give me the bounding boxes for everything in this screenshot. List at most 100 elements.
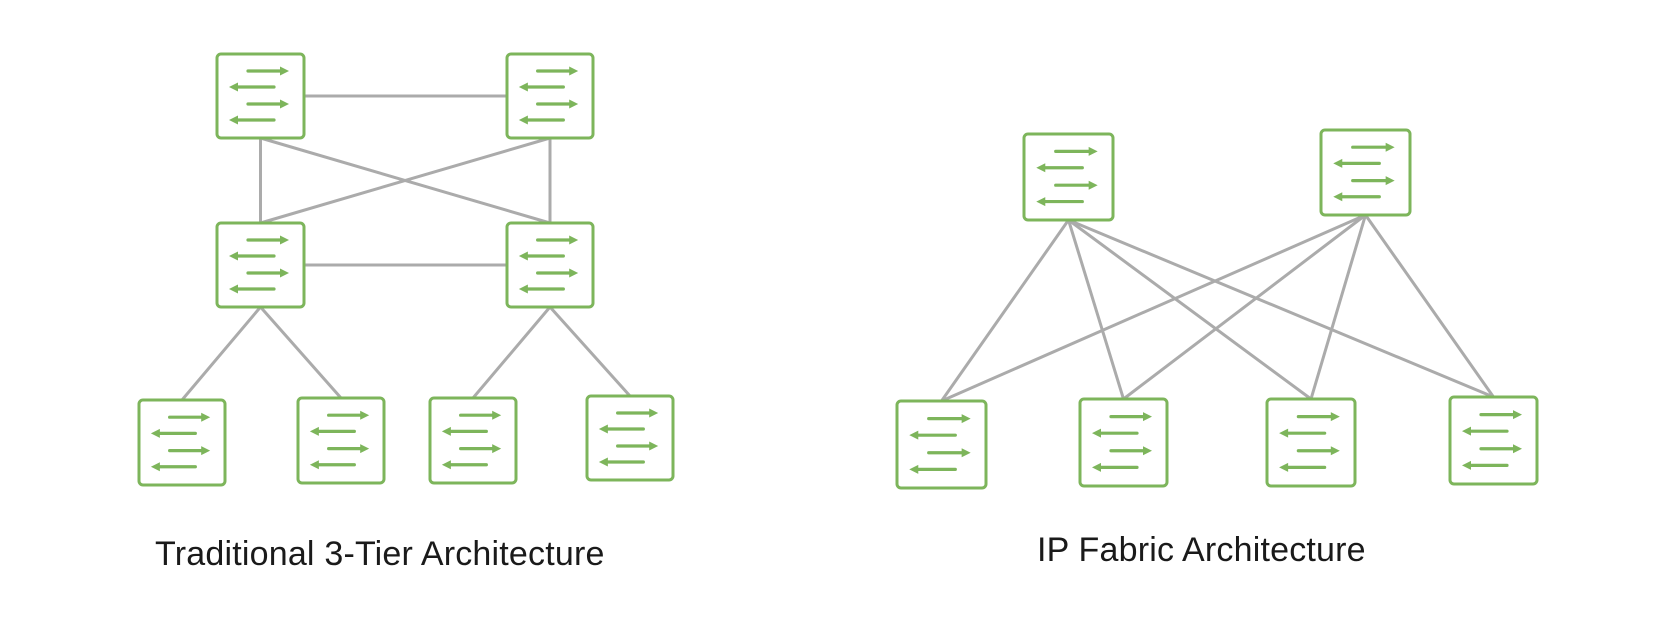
switch-box bbox=[1319, 128, 1412, 217]
network-switch-icon bbox=[229, 235, 289, 294]
switch-box bbox=[1448, 395, 1539, 486]
arrow-right-head bbox=[201, 412, 211, 422]
network-switch-icon bbox=[1092, 412, 1152, 472]
switch-node-core-2 bbox=[505, 52, 595, 140]
arrow-right-head bbox=[569, 66, 579, 76]
switch-node-core-1 bbox=[215, 52, 306, 140]
arrow-left-head bbox=[518, 284, 528, 294]
network-switch-icon bbox=[1462, 410, 1522, 470]
arrow-right-head bbox=[961, 448, 971, 458]
switch-node-access-1 bbox=[137, 398, 227, 487]
switch-box bbox=[215, 52, 306, 140]
arrow-right-head bbox=[649, 441, 659, 451]
arrow-left-head bbox=[1036, 163, 1046, 173]
arrow-right-head bbox=[569, 99, 579, 109]
network-switch-icon bbox=[518, 66, 579, 125]
link-core-2-agg-1 bbox=[259, 136, 552, 225]
link-spine-2-leaf-3 bbox=[1309, 213, 1367, 401]
arrow-left-head bbox=[309, 460, 319, 470]
switch-node-access-4 bbox=[585, 394, 675, 482]
arrow-left-head bbox=[229, 284, 238, 294]
arrow-left-head bbox=[1279, 428, 1289, 438]
switch-box bbox=[137, 398, 227, 487]
switch-box bbox=[1078, 397, 1169, 488]
arrow-left-head bbox=[598, 424, 608, 434]
arrow-left-head bbox=[229, 115, 238, 125]
arrow-left-head bbox=[1279, 462, 1289, 472]
arrow-left-head bbox=[1333, 192, 1343, 202]
switch-node-spine-2 bbox=[1319, 128, 1412, 217]
network-switch-icon bbox=[309, 410, 370, 470]
arrow-left-head bbox=[909, 464, 919, 474]
arrow-right-head bbox=[1385, 176, 1395, 186]
arrow-right-head bbox=[280, 99, 289, 109]
arrow-left-head bbox=[1092, 462, 1101, 472]
arrow-right-head bbox=[1088, 146, 1098, 156]
arrow-right-head bbox=[280, 66, 289, 76]
arrow-right-head bbox=[492, 410, 502, 420]
arrow-left-head bbox=[518, 115, 528, 125]
arrow-right-head bbox=[201, 446, 211, 456]
switch-node-agg-2 bbox=[505, 221, 595, 309]
arrow-left-head bbox=[229, 251, 238, 261]
network-switch-icon bbox=[598, 408, 659, 467]
ip-fabric-caption: IP Fabric Architecture bbox=[1037, 531, 1366, 569]
switch-box bbox=[1265, 397, 1357, 488]
nodes-layer bbox=[137, 52, 1539, 490]
arrow-right-head bbox=[1513, 410, 1522, 420]
three-tier-caption: Traditional 3-Tier Architecture bbox=[155, 535, 605, 573]
arrow-left-head bbox=[150, 462, 160, 472]
network-switch-icon bbox=[909, 414, 971, 474]
links-layer bbox=[180, 94, 1495, 403]
arrow-left-head bbox=[1333, 158, 1343, 168]
network-switch-icon bbox=[1036, 146, 1098, 207]
switch-node-leaf-1 bbox=[895, 399, 988, 490]
switch-box bbox=[505, 221, 595, 309]
switch-node-agg-1 bbox=[215, 221, 306, 309]
link-spine-1-leaf-2 bbox=[1067, 218, 1125, 401]
link-agg-2-access-4 bbox=[548, 305, 632, 398]
arrow-right-head bbox=[649, 408, 659, 418]
link-agg-1-access-1 bbox=[180, 305, 262, 402]
switch-node-leaf-4 bbox=[1448, 395, 1539, 486]
arrow-right-head bbox=[569, 268, 579, 278]
arrow-right-head bbox=[961, 414, 971, 424]
switch-node-leaf-2 bbox=[1078, 397, 1169, 488]
switch-box bbox=[585, 394, 675, 482]
arrow-right-head bbox=[569, 235, 579, 245]
arrow-right-head bbox=[492, 444, 502, 454]
switch-box bbox=[1022, 132, 1115, 222]
arrow-right-head bbox=[360, 444, 370, 454]
arrow-left-head bbox=[518, 251, 528, 261]
arrow-right-head bbox=[1088, 180, 1098, 190]
switch-node-spine-1 bbox=[1022, 132, 1115, 222]
switch-box bbox=[428, 396, 518, 485]
arrow-left-head bbox=[909, 430, 919, 440]
link-spine-1-leaf-3 bbox=[1067, 218, 1313, 401]
arrow-left-head bbox=[518, 82, 528, 92]
arrow-left-head bbox=[1092, 428, 1101, 438]
switch-box bbox=[505, 52, 595, 140]
arrow-right-head bbox=[1330, 412, 1340, 422]
link-agg-2-access-3 bbox=[471, 305, 552, 400]
arrow-right-head bbox=[1330, 446, 1340, 456]
arrow-right-head bbox=[1513, 444, 1522, 454]
arrow-left-head bbox=[229, 82, 238, 92]
link-spine-2-leaf-2 bbox=[1122, 213, 1367, 401]
network-switch-icon bbox=[441, 410, 502, 470]
link-spine-2-leaf-1 bbox=[940, 213, 1367, 403]
network-switch-icon bbox=[229, 66, 289, 125]
arrow-right-head bbox=[1143, 412, 1152, 422]
switch-node-leaf-3 bbox=[1265, 397, 1357, 488]
arrow-left-head bbox=[441, 460, 451, 470]
arrow-left-head bbox=[150, 428, 160, 438]
arrow-left-head bbox=[1462, 460, 1471, 470]
arrow-left-head bbox=[1462, 426, 1471, 436]
arrow-left-head bbox=[309, 426, 319, 436]
arrow-right-head bbox=[280, 268, 289, 278]
arrow-left-head bbox=[598, 457, 608, 467]
network-switch-icon bbox=[1279, 412, 1340, 472]
switch-box bbox=[215, 221, 306, 309]
network-switch-icon bbox=[150, 412, 211, 472]
